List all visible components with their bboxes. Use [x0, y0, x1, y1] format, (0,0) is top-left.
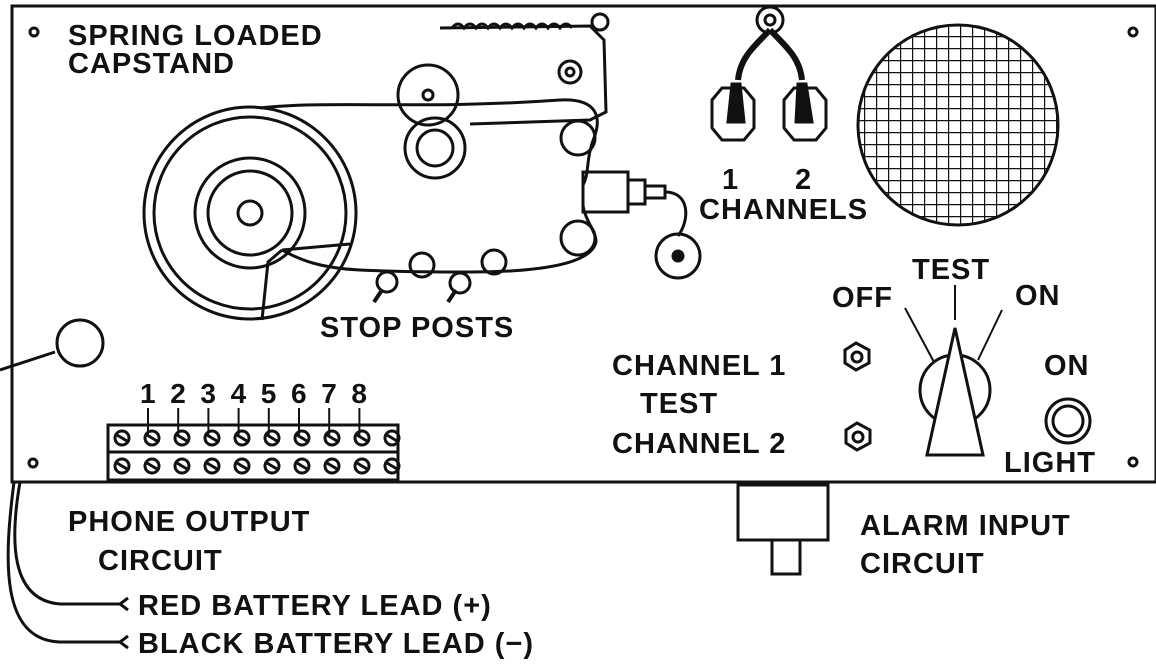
terminal-screw: [143, 457, 161, 475]
terminal-number-3: 3: [200, 378, 217, 409]
speaker-grill: [856, 23, 1060, 227]
terminal-screw: [203, 429, 221, 447]
alarm-input-label-line1: ALARM INPUT: [860, 510, 1071, 542]
terminal-screw-slot: [176, 461, 188, 471]
terminal-screw: [173, 457, 191, 475]
terminal-number-6: 6: [291, 378, 308, 409]
alarm-input-connector: [736, 483, 830, 576]
terminal-screw: [143, 429, 161, 447]
switch-test-label: TEST: [912, 254, 991, 286]
switch-off-label: OFF: [832, 282, 893, 314]
mounting-hole-bottom-right: [1127, 456, 1139, 468]
terminal-screw: [233, 457, 251, 475]
terminal-screw: [263, 457, 281, 475]
tape-path: [259, 98, 599, 321]
channel-jacks: [710, 5, 828, 142]
channel2-test-label: CHANNEL 2: [612, 428, 787, 460]
terminal-screw-slot: [116, 461, 128, 471]
indicator-light: [1044, 397, 1092, 445]
red-battery-lead-label: RED BATTERY LEAD (+): [138, 590, 492, 622]
terminal-number-5: 5: [260, 378, 278, 409]
terminal-screw-slot: [386, 461, 398, 471]
black-battery-lead-label: BLACK BATTERY LEAD (−): [138, 628, 535, 660]
mounting-hole-top-right: [1127, 26, 1139, 38]
battery-leads: [6, 481, 129, 650]
capstand-label-line2: CAPSTAND: [68, 48, 235, 80]
light-on-label: ON: [1044, 350, 1090, 382]
playback-head: [581, 170, 667, 214]
phone-jack: [55, 318, 105, 368]
terminal-screw: [173, 429, 191, 447]
channel1-test-label: CHANNEL 1: [612, 350, 787, 382]
channel2-test-button: [844, 421, 872, 452]
terminal-screw: [263, 429, 281, 447]
terminal-number-4: 4: [230, 378, 248, 409]
mounting-hole-bottom-left: [27, 457, 39, 469]
spring-loaded-capstand: [396, 12, 610, 180]
terminal-screw: [353, 457, 371, 475]
terminal-screw-slot: [116, 433, 128, 443]
alarm-input-label-line2: CIRCUIT: [860, 548, 985, 580]
terminal-screw: [383, 457, 401, 475]
phone-output-label-line1: PHONE OUTPUT: [68, 506, 311, 538]
terminal-screw: [323, 457, 341, 475]
stop-posts-label: STOP POSTS: [320, 312, 515, 344]
terminal-screw: [323, 429, 341, 447]
terminal-screw: [233, 429, 251, 447]
phone-output-label-line2: CIRCUIT: [98, 545, 223, 577]
light-label: LIGHT: [1004, 447, 1096, 479]
terminal-number-2: 2: [170, 378, 187, 409]
terminal-screw-slot: [146, 461, 158, 471]
terminal-screw-slot: [236, 461, 248, 471]
terminal-screw-slot: [326, 461, 338, 471]
terminal-screw: [113, 457, 131, 475]
terminal-strip: [106, 423, 401, 482]
tape-reel: [142, 105, 358, 321]
capstand-label-line1: SPRING LOADED: [68, 20, 323, 52]
channel-number-2: 2: [795, 164, 813, 196]
terminal-number-8: 8: [351, 378, 368, 409]
stop-post-3: [448, 271, 472, 295]
stop-post-1: [375, 270, 399, 294]
terminal-screw-slot: [386, 433, 398, 443]
panel-outline: [10, 4, 1156, 484]
test-label: TEST: [640, 388, 719, 420]
channels-label: CHANNELS: [699, 194, 869, 226]
terminal-screw: [383, 429, 401, 447]
terminal-screw: [113, 429, 131, 447]
stop-post-2: [408, 251, 436, 279]
terminal-number-1: 1: [140, 378, 157, 409]
terminal-screw: [293, 457, 311, 475]
stop-post-4: [480, 248, 508, 276]
channel1-test-button: [843, 341, 871, 372]
terminal-screw-slot: [266, 461, 278, 471]
terminal-screw-slot: [206, 461, 218, 471]
terminal-screw: [203, 457, 221, 475]
terminal-screw-slot: [296, 461, 308, 471]
terminal-screw: [353, 429, 371, 447]
terminal-number-7: 7: [321, 378, 338, 409]
channel-number-1: 1: [722, 164, 740, 196]
switch-on-label: ON: [1015, 280, 1061, 312]
mounting-hole-top-left: [28, 26, 40, 38]
terminal-screw-slot: [356, 461, 368, 471]
terminal-screw: [293, 429, 311, 447]
selector-switch-knob: [904, 285, 1003, 457]
